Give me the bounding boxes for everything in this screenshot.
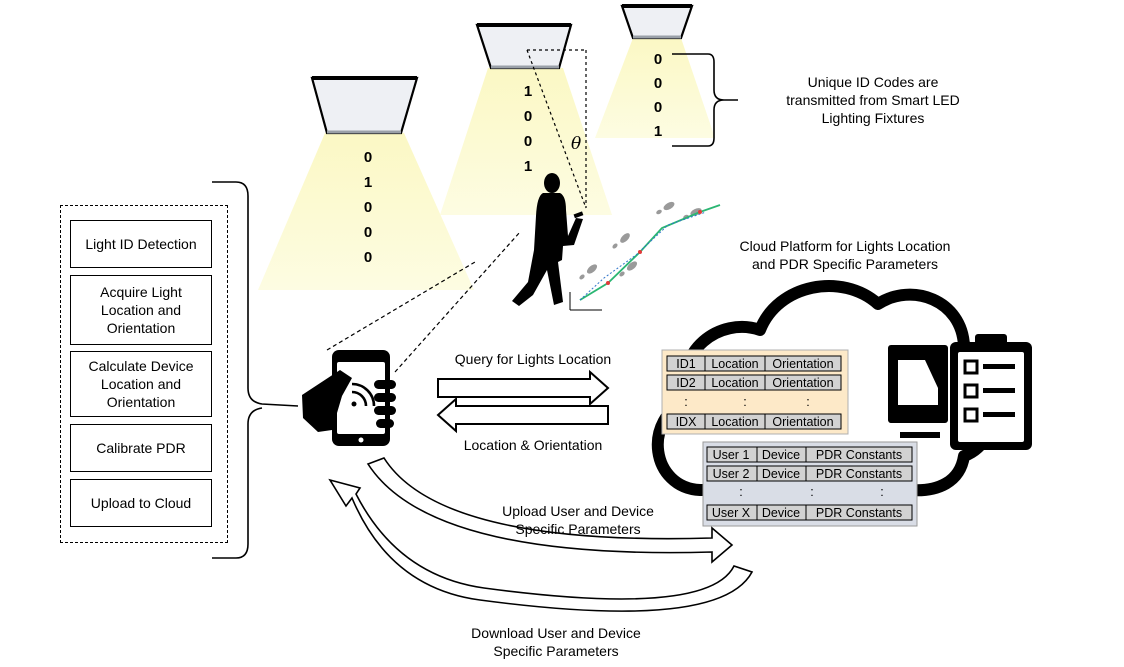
table-cell: IDX bbox=[676, 415, 698, 429]
step-calibrate-pdr: Calibrate PDR bbox=[70, 424, 212, 472]
monitor-icon bbox=[888, 345, 948, 438]
table-cell: Orientation bbox=[772, 357, 833, 371]
response-arrow bbox=[436, 396, 609, 434]
steps-brace bbox=[212, 181, 299, 559]
table-row: IDX Location Orientation bbox=[666, 413, 842, 430]
code-bit: 1 bbox=[524, 158, 532, 175]
lights-table: ID1 Location Orientation ID2 Location Or… bbox=[661, 349, 849, 435]
light-ray-to-phone bbox=[326, 261, 476, 351]
id-code-right: 0 0 0 1 bbox=[654, 51, 662, 140]
table-cell: PDR Constants bbox=[816, 467, 902, 481]
code-bit: 0 bbox=[364, 224, 372, 241]
table-cell: Orientation bbox=[772, 415, 833, 429]
table-cell: ID1 bbox=[676, 357, 696, 371]
code-bit: 0 bbox=[654, 51, 662, 68]
table-cell: Orientation bbox=[772, 376, 833, 390]
code-bit: 0 bbox=[524, 133, 532, 150]
query-arrow bbox=[437, 369, 610, 407]
walking-person-icon bbox=[512, 173, 584, 306]
code-brace bbox=[672, 53, 738, 147]
led-lamp-left bbox=[310, 76, 419, 135]
table-cell: Location bbox=[711, 376, 758, 390]
table-row: User 1 Device PDR Constants bbox=[706, 446, 913, 463]
table-cell: User X bbox=[712, 506, 751, 520]
download-label-line1: Download User and Device bbox=[471, 625, 641, 641]
id-code-middle: 1 0 0 1 bbox=[524, 83, 532, 175]
table-cell: PDR Constants bbox=[816, 506, 902, 520]
table-cell: : bbox=[739, 485, 742, 499]
step-label: Location and bbox=[100, 302, 182, 318]
step-upload-to-cloud: Upload to Cloud bbox=[70, 479, 212, 527]
code-bit: 0 bbox=[364, 249, 372, 266]
step-calculate-device-location: Calculate Device Location and Orientatio… bbox=[70, 351, 212, 417]
light-beam-right bbox=[595, 38, 715, 138]
table-cell: : bbox=[810, 485, 813, 499]
upload-arrow bbox=[366, 457, 734, 564]
signal-waves-icon bbox=[351, 382, 376, 407]
query-label: Query for Lights Location bbox=[455, 351, 611, 367]
table-row: User X Device PDR Constants bbox=[706, 504, 913, 521]
light-beam-left bbox=[258, 133, 474, 290]
cloud-title-line1: Cloud Platform for Lights Location bbox=[740, 238, 951, 254]
download-label-line2: Specific Parameters bbox=[493, 643, 618, 659]
table-cell: : bbox=[684, 395, 687, 409]
step-label: Upload to Cloud bbox=[90, 495, 192, 511]
code-bit: 0 bbox=[654, 75, 662, 92]
table-row: User 2 Device PDR Constants bbox=[706, 465, 913, 482]
theta-symbol: θ bbox=[571, 134, 581, 154]
led-lamp-middle bbox=[475, 23, 573, 70]
table-row: : : : bbox=[739, 485, 883, 499]
upload-label-line1: Upload User and Device bbox=[502, 503, 654, 519]
step-label: Location and bbox=[100, 376, 182, 392]
table-cell: Device bbox=[762, 448, 800, 462]
light-ray-to-phone bbox=[394, 231, 521, 373]
table-cell: ID2 bbox=[676, 376, 696, 390]
table-cell: : bbox=[743, 395, 746, 409]
cloud-title-line2: and PDR Specific Parameters bbox=[752, 256, 938, 272]
step-label: Acquire Light bbox=[100, 284, 182, 300]
code-bit: 1 bbox=[524, 83, 532, 100]
step-label: Light ID Detection bbox=[85, 236, 197, 252]
response-label: Location & Orientation bbox=[464, 437, 603, 453]
step-label: Orientation bbox=[106, 320, 176, 336]
unique-id-label-line3: Lighting Fixtures bbox=[822, 110, 925, 126]
table-row: ID1 Location Orientation bbox=[666, 355, 842, 372]
smartphone-icon bbox=[302, 350, 396, 446]
upload-label-line2: Specific Parameters bbox=[515, 521, 640, 537]
table-cell: Location bbox=[711, 357, 758, 371]
table-cell: User 1 bbox=[713, 448, 750, 462]
id-code-left: 0 1 0 0 0 bbox=[364, 149, 372, 266]
step-light-id-detection: Light ID Detection bbox=[70, 220, 212, 268]
angle-indicator bbox=[526, 49, 587, 209]
step-label: Calibrate PDR bbox=[96, 440, 186, 456]
table-cell: Device bbox=[762, 467, 800, 481]
step-label: Orientation bbox=[106, 394, 176, 410]
download-arrow bbox=[328, 478, 754, 612]
code-bit: 1 bbox=[654, 123, 662, 140]
pdr-trajectory bbox=[569, 201, 721, 311]
light-beam-middle bbox=[440, 68, 612, 215]
table-row: ID2 Location Orientation bbox=[666, 374, 842, 391]
clipboard-icon bbox=[950, 334, 1032, 450]
step-acquire-light-location: Acquire Light Location and Orientation bbox=[70, 275, 212, 345]
unique-id-label-line1: Unique ID Codes are bbox=[808, 74, 939, 90]
table-row: : : : bbox=[684, 395, 809, 409]
unique-id-label-line2: transmitted from Smart LED bbox=[786, 92, 960, 108]
led-lamp-right bbox=[620, 4, 694, 40]
code-bit: 0 bbox=[654, 99, 662, 116]
table-cell: User 2 bbox=[713, 467, 750, 481]
table-cell: PDR Constants bbox=[816, 448, 902, 462]
process-steps-panel bbox=[60, 205, 228, 543]
step-label: Calculate Device bbox=[88, 358, 194, 374]
code-bit: 1 bbox=[364, 174, 372, 191]
code-bit: 0 bbox=[364, 199, 372, 216]
table-cell: : bbox=[880, 485, 883, 499]
code-bit: 0 bbox=[524, 108, 532, 125]
users-table: User 1 Device PDR Constants User 2 Devic… bbox=[702, 441, 918, 527]
code-bit: 0 bbox=[364, 149, 372, 166]
table-cell: Location bbox=[711, 415, 758, 429]
table-cell: Device bbox=[762, 506, 800, 520]
table-cell: : bbox=[806, 395, 809, 409]
